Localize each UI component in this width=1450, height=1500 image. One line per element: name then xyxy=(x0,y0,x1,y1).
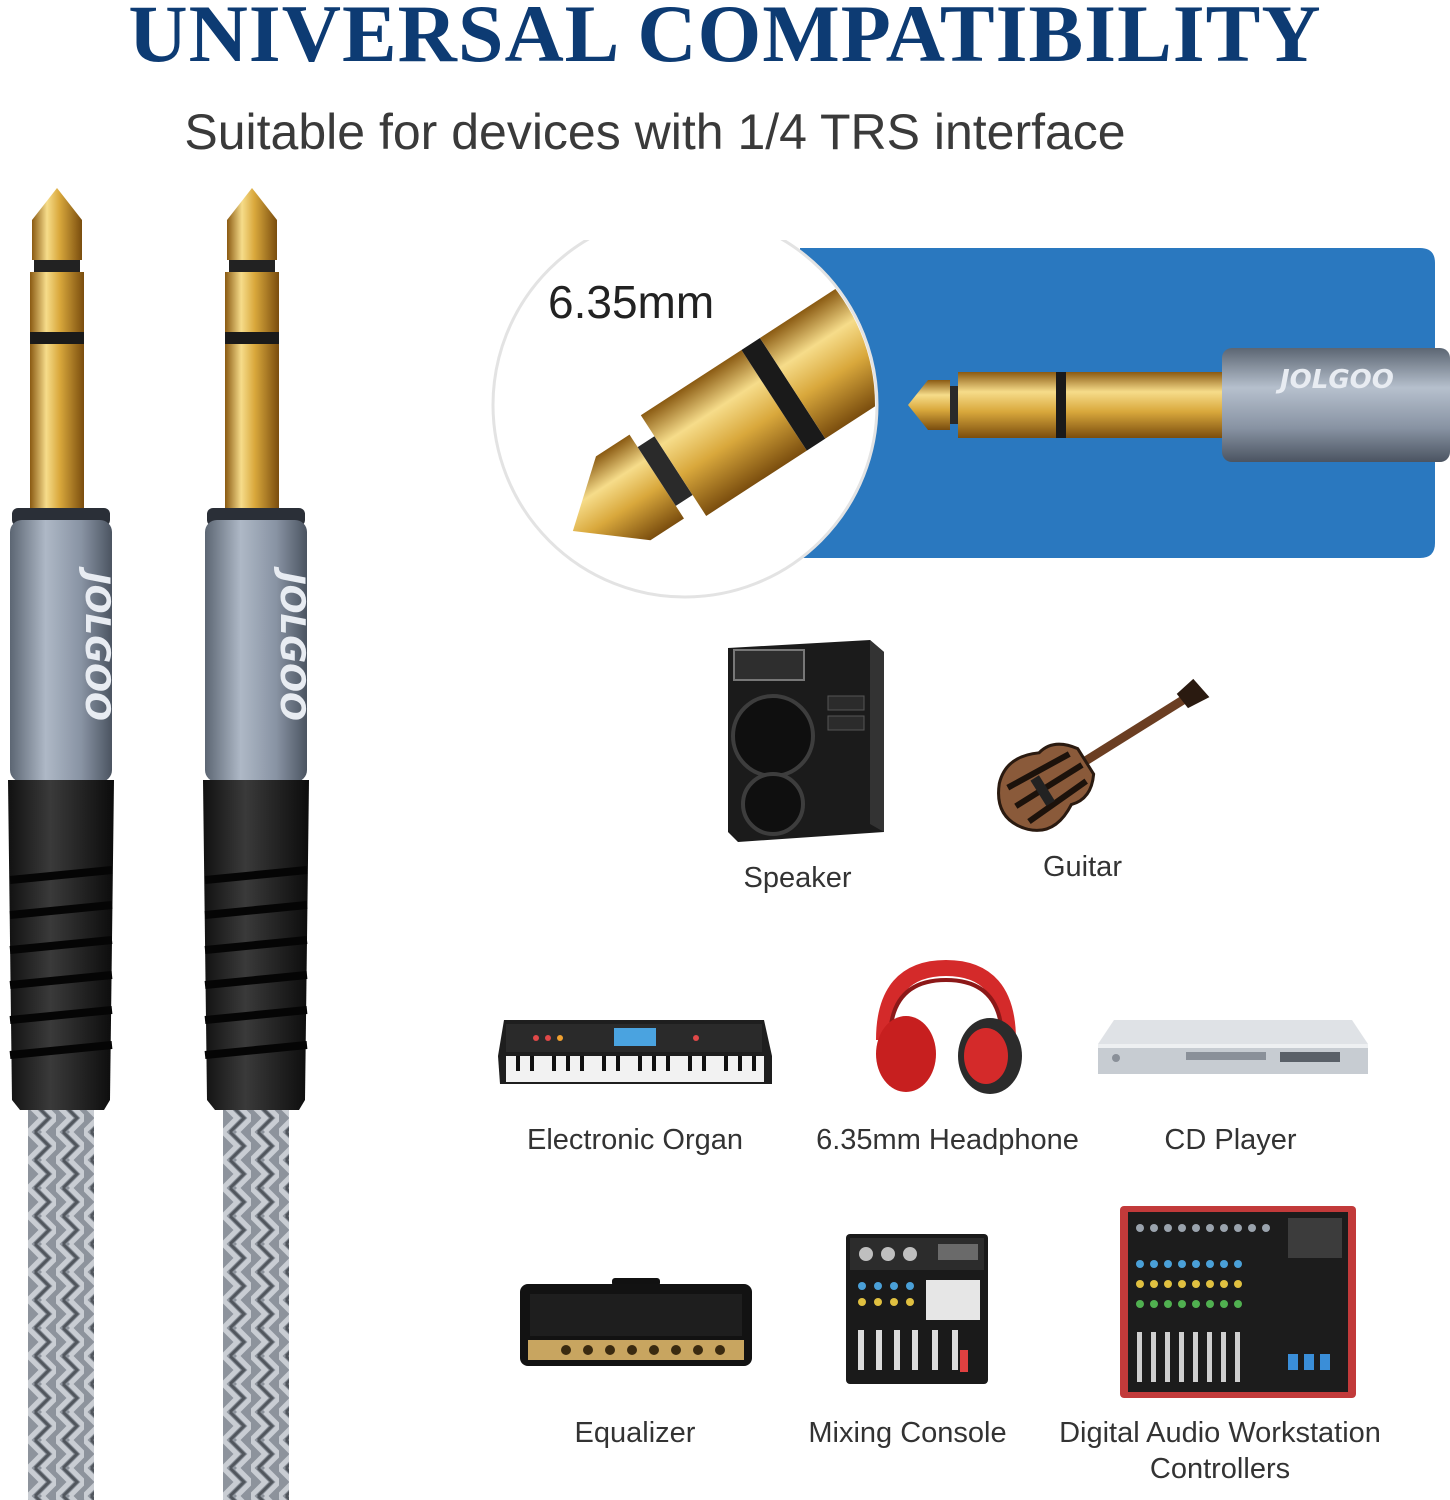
horizontal-plug: JOLGOO xyxy=(908,348,1450,462)
connector-detail-illustration: JOLGOO 6.35mm xyxy=(491,240,1450,599)
electronic-organ-icon xyxy=(498,1020,772,1084)
guitar-icon xyxy=(997,678,1210,832)
cable-right-brand: JOLGOO xyxy=(272,566,312,721)
cable-left: JOLGOO xyxy=(8,188,117,1500)
device-label-speaker: Speaker xyxy=(743,862,852,894)
equalizer-icon xyxy=(520,1278,752,1366)
cd-player-icon xyxy=(1098,1020,1368,1074)
device-label-headphone: 6.35mm Headphone xyxy=(816,1124,1079,1156)
device-label-equalizer: Equalizer xyxy=(574,1417,696,1449)
page-subheadline: Suitable for devices with 1/4 TRS interf… xyxy=(184,104,1126,160)
device-label-daw-line-2: Controllers xyxy=(1149,1453,1291,1485)
magnified-plug xyxy=(572,240,875,541)
device-label-electronic-organ: Electronic Organ xyxy=(527,1124,743,1156)
mixing-console-icon xyxy=(846,1234,988,1384)
cable-left-brand: JOLGOO xyxy=(77,566,117,721)
connector-size-label: 6.35mm xyxy=(548,276,714,328)
headphone-icon xyxy=(876,959,1022,1094)
cable-right: JOLGOO xyxy=(203,188,312,1500)
cable-pair-illustration: JOLGOO JOLGOO xyxy=(8,188,312,1500)
device-label-guitar: Guitar xyxy=(1043,851,1122,883)
horizontal-plug-brand: JOLGOO xyxy=(1275,365,1394,395)
device-label-daw-line-1: Digital Audio Workstation xyxy=(1059,1417,1381,1449)
device-label-cd-player: CD Player xyxy=(1164,1124,1297,1156)
daw-controller-icon xyxy=(1120,1206,1356,1398)
page-headline: UNIVERSAL COMPATIBILITY xyxy=(128,0,1322,79)
device-label-mixing-console: Mixing Console xyxy=(808,1417,1007,1449)
speaker-icon xyxy=(728,640,884,842)
